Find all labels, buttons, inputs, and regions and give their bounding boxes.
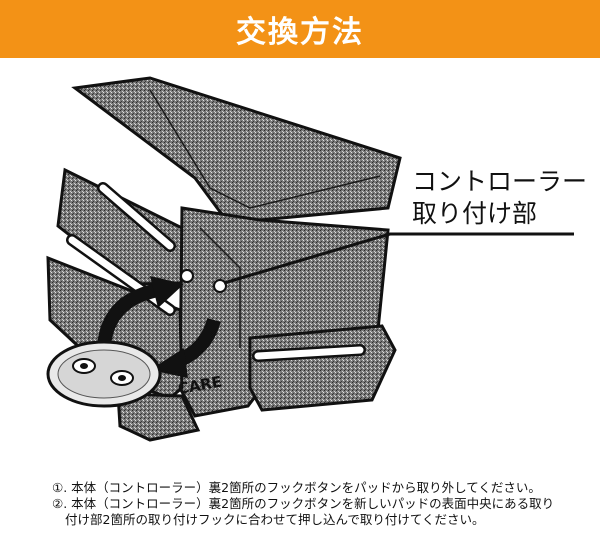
pad-illustration: CARE — [46, 76, 574, 442]
instruction-step2-line2: 付け部2箇所の取り付けフックに合わせて押し込んで取り付けてください。 — [65, 512, 485, 527]
hook-button-left — [180, 269, 194, 283]
arrow-icon — [97, 276, 221, 378]
hook-button-right — [213, 279, 227, 293]
instruction-step1: ①. 本体（コントローラー）裏2箇所のフックボタンをパッドから取り外してください… — [52, 480, 541, 495]
controller-disc — [46, 340, 162, 408]
callout-label: コントローラー 取り付け部 — [412, 166, 587, 230]
callout-line — [223, 232, 574, 285]
ems-pad — [46, 76, 402, 442]
instruction-step2-line1: ②. 本体（コントローラー）裏2箇所のフックボタンを新しいパッドの表面中央にある… — [52, 496, 555, 511]
page-title: 交換方法 — [236, 15, 364, 50]
instructions: ①. 本体（コントローラー）裏2箇所のフックボタンをパッドから取り外してください… — [52, 480, 592, 528]
callout-line2: 取り付け部 — [412, 199, 538, 228]
callout-line1: コントローラー — [412, 167, 588, 196]
header-banner: 交換方法 — [0, 0, 600, 58]
